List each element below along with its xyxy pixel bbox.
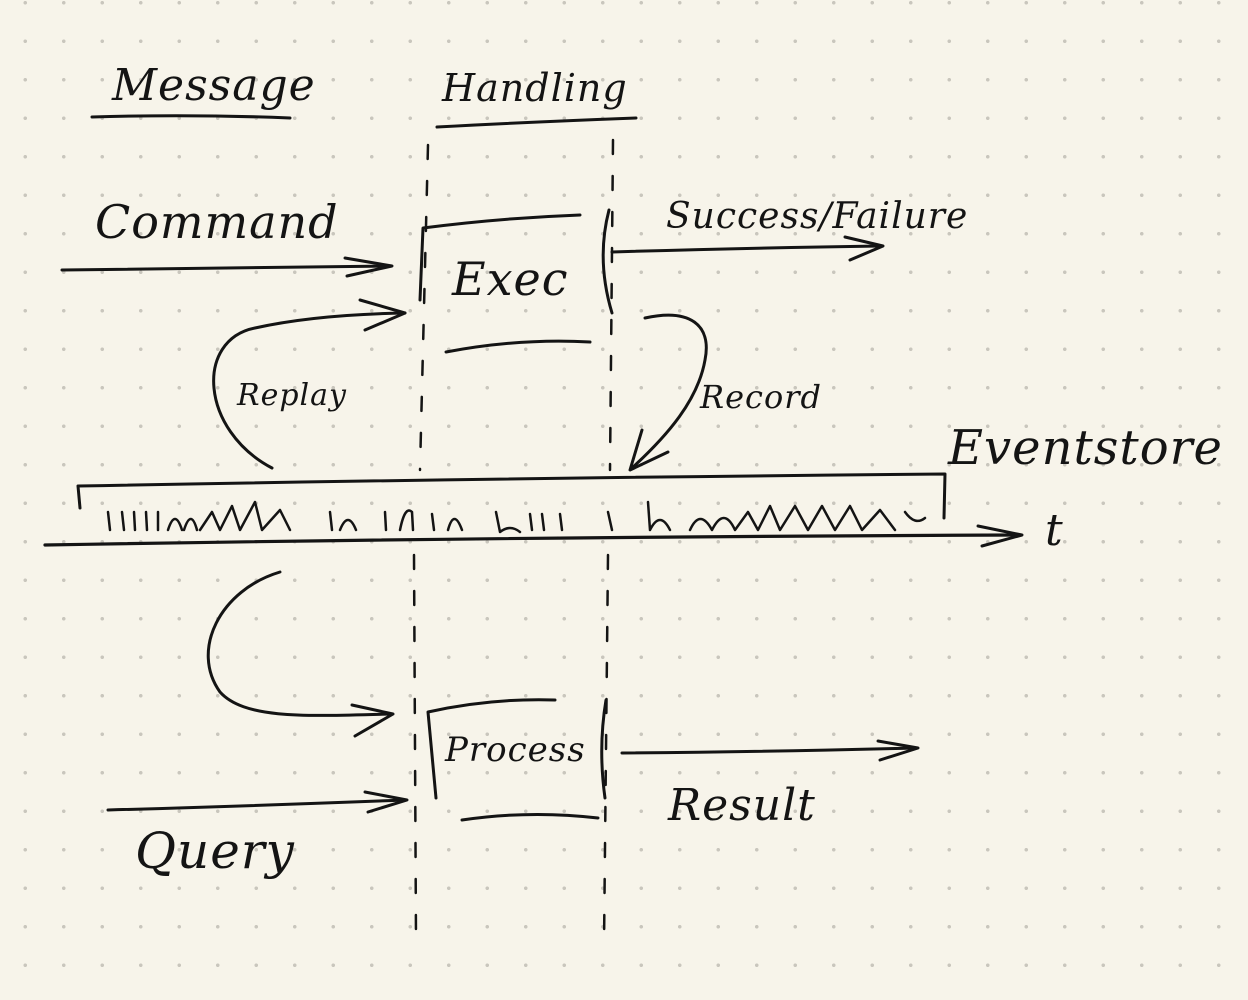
process-label: Process <box>445 730 586 770</box>
replay-label: Replay <box>237 378 347 413</box>
message-header-underline <box>90 114 292 120</box>
query-label: Query <box>135 822 295 880</box>
result-label: Result <box>668 780 816 831</box>
handling-lane-right-boundary <box>602 138 615 947</box>
exec-box-bottom <box>444 339 592 354</box>
command-arrow <box>60 264 392 272</box>
result-arrowhead <box>876 739 920 762</box>
time-axis <box>43 533 1022 547</box>
handling-lane-left-boundary <box>412 143 430 942</box>
success-failure-label: Success/Failure <box>666 196 969 237</box>
eventstore-label: Eventstore <box>948 420 1223 476</box>
query-replay-curve <box>206 570 392 717</box>
eventstore-events <box>106 500 927 534</box>
success-failure-arrowhead <box>843 235 885 262</box>
success-failure-arrow <box>610 244 882 254</box>
handling-header-underline <box>435 116 638 129</box>
query-replay-arrowhead <box>350 703 395 738</box>
replay-curve <box>212 311 407 470</box>
process-box-bottom <box>460 812 600 822</box>
process-box-right <box>600 698 608 800</box>
record-curve <box>630 313 708 470</box>
command-arrowhead <box>343 256 394 278</box>
exec-box-right <box>601 208 614 315</box>
time-axis-arrowhead <box>976 524 1024 548</box>
record-arrowhead <box>628 428 670 472</box>
process-box-top-left <box>426 698 557 800</box>
query-arrowhead <box>363 790 409 814</box>
query-arrow <box>106 798 407 812</box>
record-label: Record <box>700 378 822 416</box>
command-label: Command <box>95 195 339 249</box>
eventstore-bracket <box>76 472 947 520</box>
exec-box-top-left <box>418 213 582 302</box>
handling-header: Handling <box>442 66 628 110</box>
exec-label: Exec <box>452 252 569 306</box>
time-axis-label: t <box>1045 505 1064 556</box>
replay-arrowhead <box>358 298 407 332</box>
result-arrow <box>620 746 917 755</box>
message-header: Message <box>112 60 316 111</box>
